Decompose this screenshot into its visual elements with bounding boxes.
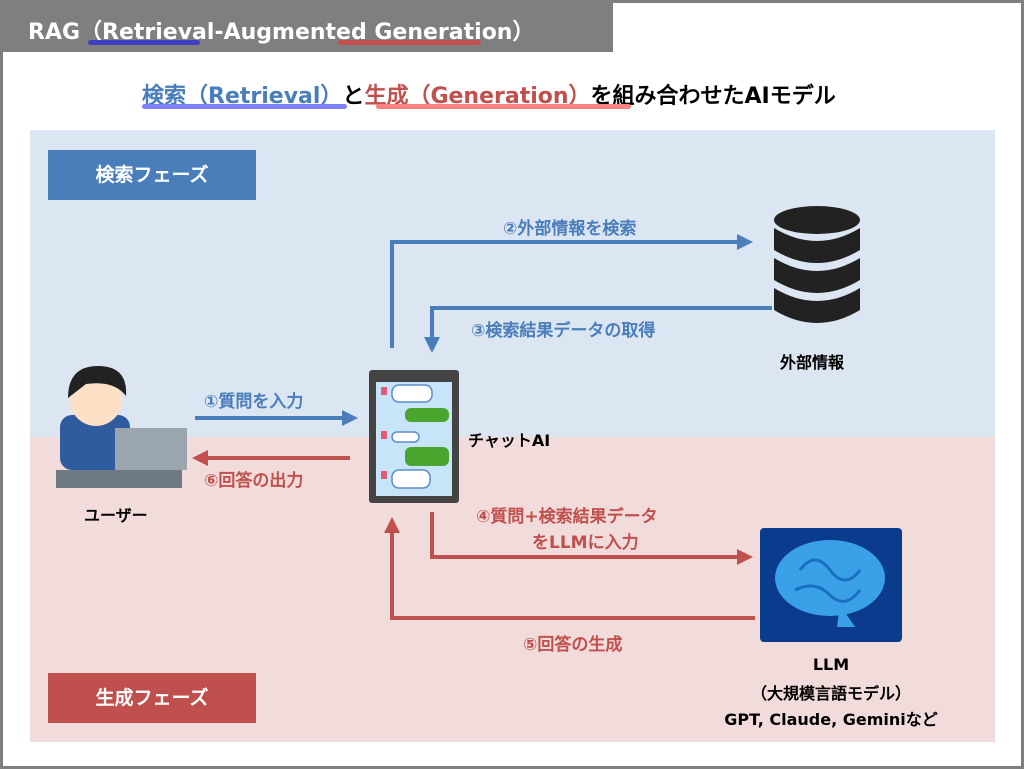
subtitle-and: と bbox=[342, 84, 365, 109]
step3-label: ③検索結果データの取得 bbox=[471, 321, 656, 341]
chat-phone-icon bbox=[369, 370, 459, 503]
subtitle-retrieval-underline bbox=[142, 104, 347, 109]
subtitle-generation-underline bbox=[376, 104, 631, 109]
chat-ai-label: チャットAI bbox=[468, 431, 551, 450]
title-part: ） bbox=[512, 20, 535, 45]
llm-brain-icon bbox=[760, 528, 902, 642]
step6-label: ⑥回答の出力 bbox=[204, 471, 304, 491]
step1-label: ①質問を入力 bbox=[204, 392, 304, 412]
retrieval-underline bbox=[88, 40, 200, 45]
llm-examples: GPT, Claude, Geminiなど bbox=[724, 710, 938, 729]
arrow-step5 bbox=[384, 517, 755, 620]
generation-phase-label: 生成フェーズ bbox=[48, 673, 256, 723]
search-phase-label: 検索フェーズ bbox=[48, 150, 256, 200]
user-label: ユーザー bbox=[84, 506, 148, 525]
subtitle-rest: を組み合わせたAIモデル bbox=[590, 84, 836, 109]
step5-label: ⑤回答の生成 bbox=[523, 635, 623, 655]
generation-underline bbox=[338, 40, 481, 45]
llm-label: LLM bbox=[812, 655, 850, 674]
database-icon bbox=[774, 206, 860, 323]
step4-label-line1: ④質問+検索結果データ bbox=[476, 507, 658, 527]
page-title: RAG（Retrieval-Augmented Generation） bbox=[0, 0, 613, 52]
llm-desc: （大規模言語モデル） bbox=[750, 684, 911, 703]
arrow-step2 bbox=[390, 234, 753, 348]
arrow-step4 bbox=[430, 512, 753, 565]
user-icon bbox=[56, 366, 187, 488]
step2-label: ②外部情報を検索 bbox=[503, 219, 637, 239]
arrow-step3 bbox=[424, 306, 772, 353]
step4-label-line2: をLLMに入力 bbox=[532, 533, 639, 553]
database-label: 外部情報 bbox=[780, 353, 845, 372]
